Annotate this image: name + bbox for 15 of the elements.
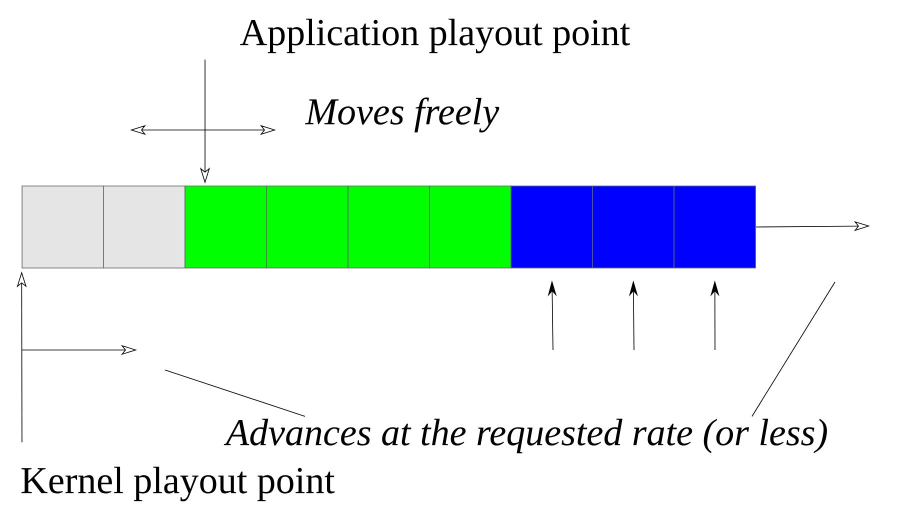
buffer-cell xyxy=(674,186,756,268)
playout-point-label: Application playout point xyxy=(240,18,630,54)
playout-point-label: Kernel playout point xyxy=(22,466,335,502)
buffer-cell xyxy=(103,186,186,268)
leader-line xyxy=(752,282,836,417)
buffer-cell xyxy=(184,186,267,268)
buffer-cell xyxy=(510,186,593,268)
annotation-text: Moves freely xyxy=(304,98,500,132)
buffer-cell xyxy=(348,186,430,268)
leader-line xyxy=(164,370,306,417)
buffer-cell xyxy=(429,186,512,268)
buffer-cell xyxy=(22,186,104,268)
annotation-text: Advances at the requested rate (or less) xyxy=(224,418,827,454)
buffer-cell xyxy=(266,186,348,268)
buffer-cell xyxy=(592,186,674,268)
